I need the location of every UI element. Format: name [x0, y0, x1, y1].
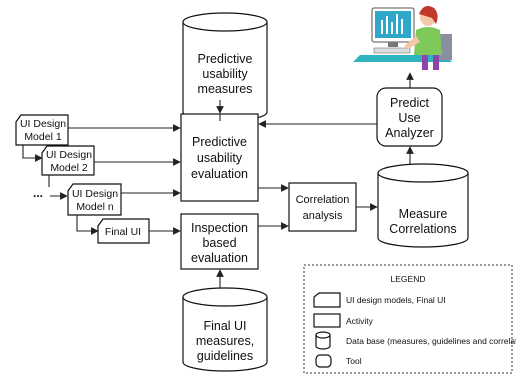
legend: LEGEND UI design models, Final UI Activi…: [303, 264, 516, 374]
inspection-evaluation-label-3: evaluation: [191, 251, 248, 265]
inspection-evaluation-activity: Inspection based evaluation: [180, 213, 259, 270]
final-ui-doc: Final UI: [97, 218, 150, 244]
predict-use-analyzer-tool: Predict Use Analyzer: [376, 87, 443, 147]
legend-activity-icon: [313, 313, 341, 328]
final-ui-measures-label-2: measures,: [196, 334, 254, 348]
predictive-measures-label-3: measures: [198, 82, 253, 96]
model-2-label-1: UI Design: [46, 149, 92, 161]
correlation-analysis-label-1: Correlation: [296, 194, 350, 206]
correlation-analysis-activity: Correlation analysis: [288, 182, 357, 232]
predictive-evaluation-activity: Predictive usability evaluation: [180, 113, 259, 202]
measure-correlations-label-2: Correlations: [389, 222, 456, 236]
predictive-measures-label-2: usability: [202, 67, 248, 81]
legend-item-doc: UI design models, Final UI: [346, 295, 446, 305]
final-ui-label: Final UI: [105, 226, 141, 238]
legend-database-icon: [315, 331, 331, 350]
ui-model-1-doc: UI Design Model 1: [15, 114, 69, 146]
modeln-to-finalui-arrow: [76, 215, 99, 235]
measure-correlations-label-1: Measure: [399, 207, 448, 221]
measure-correlations-db: Measure Correlations: [377, 163, 469, 248]
predictive-evaluation-label-3: evaluation: [191, 167, 248, 181]
legend-doc-icon: [313, 292, 341, 308]
final-ui-measures-label-1: Final UI: [203, 319, 246, 333]
model-n-label-1: UI Design: [72, 188, 118, 200]
model-2-label-2: Model 2: [50, 162, 88, 174]
model1-to-model2-arrow: [22, 145, 43, 162]
legend-item-tool: Tool: [346, 356, 362, 366]
analyzer-label-2: Use: [398, 111, 420, 125]
final-ui-measures-label-3: guidelines: [197, 349, 253, 363]
model-n-label-2: Model n: [76, 201, 114, 213]
analyzer-label-3: Analyzer: [385, 126, 434, 140]
predictive-evaluation-label-2: usability: [197, 151, 243, 165]
predictive-measures-db: Predictive usability measures: [182, 12, 268, 122]
ui-model-n-doc: UI Design Model n: [67, 183, 122, 216]
correlation-analysis-label-2: analysis: [303, 210, 343, 222]
model-1-label-1: UI Design: [20, 118, 66, 130]
legend-title: LEGEND: [391, 274, 426, 284]
legend-tool-icon: [315, 354, 332, 368]
models-ellipsis: ...: [33, 186, 43, 200]
inspection-evaluation-label-1: Inspection: [191, 221, 248, 235]
analyzer-label-1: Predict: [390, 96, 429, 110]
predictive-evaluation-label-1: Predictive: [192, 135, 247, 149]
legend-item-database: Data base (measures, guidelines and corr…: [346, 336, 516, 346]
model-1-label-2: Model 1: [24, 131, 62, 143]
legend-item-activity: Activity: [346, 316, 374, 326]
final-ui-measures-db: Final UI measures, guidelines: [182, 287, 268, 372]
ui-model-2-doc: UI Design Model 2: [41, 145, 95, 176]
inspection-evaluation-label-2: based: [202, 236, 236, 250]
user-at-computer-icon: [353, 6, 452, 70]
predictive-measures-label-1: Predictive: [198, 52, 253, 66]
